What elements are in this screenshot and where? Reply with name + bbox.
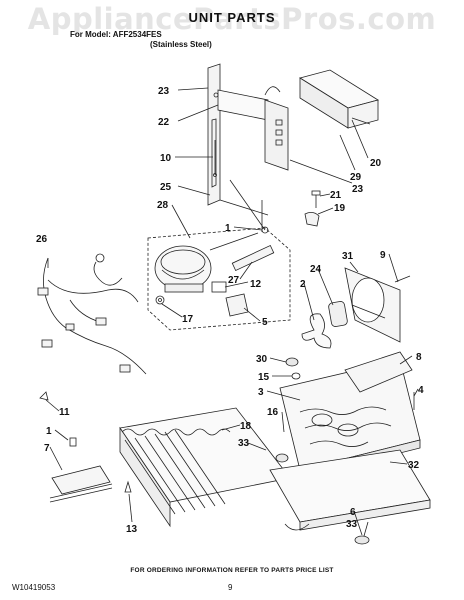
callout-16: 16 — [267, 407, 279, 418]
callout-33: 33 — [238, 438, 250, 449]
diagram-title: UNIT PARTS — [188, 10, 276, 25]
callout-10: 10 — [160, 153, 172, 164]
callout-25: 25 — [160, 182, 172, 193]
callout-12: 12 — [250, 279, 262, 290]
model-line: For Model: AFF2534FES — [70, 30, 162, 39]
side-bracket-drawing — [49, 437, 113, 503]
callout-20: 20 — [370, 158, 382, 169]
callout-33-b: 33 — [346, 519, 358, 530]
callout-29: 29 — [350, 172, 362, 183]
callout-31: 31 — [342, 251, 354, 262]
callout-8: 8 — [416, 352, 422, 363]
callout-13: 13 — [126, 524, 138, 535]
foot-drawing — [275, 453, 289, 463]
clip-drawing — [39, 391, 49, 401]
callout-30: 30 — [256, 354, 268, 365]
wire-harness-drawing — [37, 253, 147, 375]
callout-4: 4 — [418, 385, 424, 396]
callout-7: 7 — [44, 443, 50, 454]
callout-21: 21 — [330, 190, 342, 201]
drain-pan-drawing — [269, 449, 431, 531]
callout-28: 28 — [157, 200, 169, 211]
callout-11: 11 — [59, 407, 70, 418]
callout-15: 15 — [258, 372, 270, 383]
callout-5: 5 — [262, 317, 268, 328]
callout-23: 23 — [158, 86, 170, 97]
callout-labels: 23 22 10 25 28 1 21 19 29 20 23 26 27 12… — [36, 86, 424, 535]
callout-19: 19 — [334, 203, 346, 214]
compressor-assembly-drawing — [147, 226, 291, 331]
screw-and-clip-drawing — [304, 190, 321, 227]
foot-drawing — [354, 535, 370, 545]
callout-22: 22 — [158, 117, 170, 128]
bracket-drawing — [299, 69, 379, 129]
watermark: AppliancePartsPros.com — [27, 2, 437, 36]
condenser-frame-drawing — [207, 63, 289, 232]
document-number: W10419053 — [12, 583, 56, 592]
condenser-coil-drawing — [119, 407, 291, 528]
page-number: 9 — [228, 583, 233, 592]
finish-line: (Stainless Steel) — [150, 40, 212, 49]
callout-2: 2 — [300, 279, 306, 290]
screw-drawing — [124, 480, 132, 493]
callout-1: 1 — [225, 223, 231, 234]
callout-26: 26 — [36, 234, 48, 245]
callout-32: 32 — [408, 460, 420, 471]
callout-18: 18 — [240, 421, 252, 432]
callout-6: 6 — [350, 507, 356, 518]
callout-27: 27 — [228, 275, 240, 286]
callout-leaders — [45, 87, 419, 537]
callout-24: 24 — [310, 264, 322, 275]
callout-17: 17 — [182, 314, 194, 325]
callout-9: 9 — [380, 250, 386, 261]
callout-23-b: 23 — [352, 184, 364, 195]
callout-3: 3 — [258, 387, 264, 398]
ordering-note: FOR ORDERING INFORMATION REFER TO PARTS … — [130, 567, 334, 574]
fan-shroud-drawing — [301, 267, 411, 349]
callout-1-b: 1 — [46, 426, 52, 437]
